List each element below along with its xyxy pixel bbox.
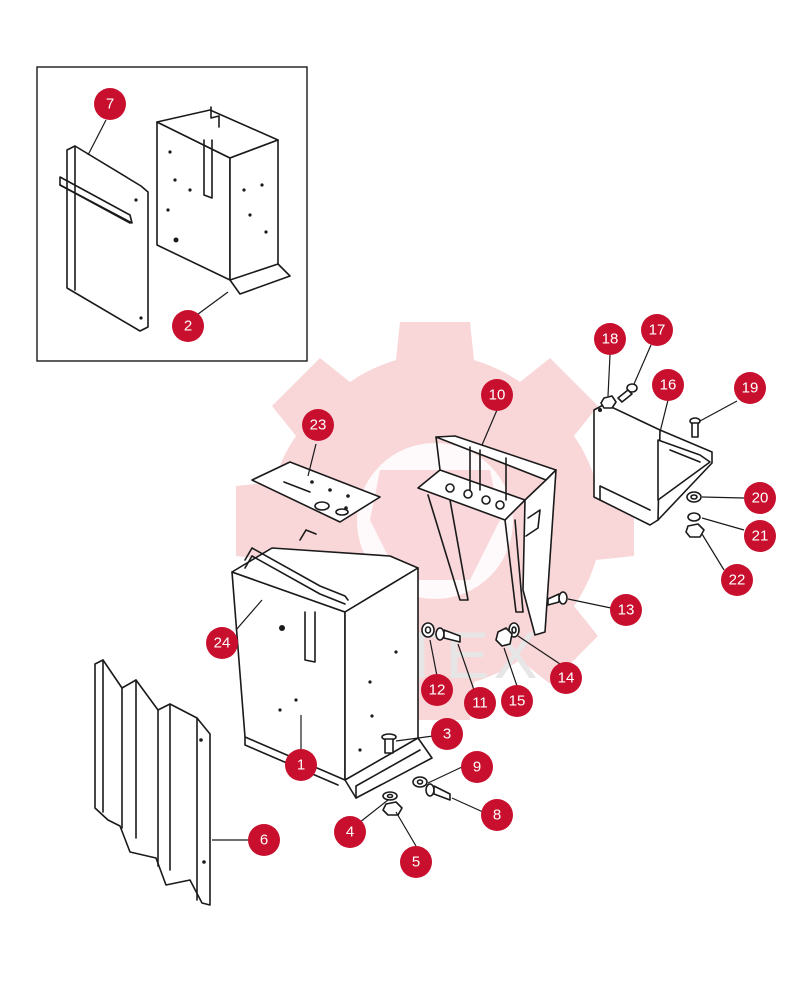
callout-10: 10	[481, 379, 513, 411]
callout-19: 19	[734, 372, 766, 404]
part-2-bracket-inset	[156, 106, 291, 295]
svg-text:16: 16	[660, 377, 677, 394]
callout-21: 21	[744, 520, 776, 552]
callout-14: 14	[550, 662, 582, 694]
svg-text:2: 2	[184, 318, 192, 335]
svg-text:24: 24	[214, 635, 231, 652]
inset-frame	[36, 66, 308, 362]
callout-8: 8	[481, 799, 513, 831]
part-1-bracket	[231, 547, 433, 799]
svg-text:20: 20	[752, 490, 769, 507]
callout-23: 23	[302, 409, 334, 441]
callout-16: 16	[652, 369, 684, 401]
callout-22: 22	[721, 564, 753, 596]
callout-15: 15	[501, 685, 533, 717]
svg-text:6: 6	[260, 832, 268, 849]
svg-text:1: 1	[297, 757, 305, 774]
part-10-bracket	[417, 435, 557, 636]
svg-text:12: 12	[429, 682, 446, 699]
part-16-bracket	[593, 403, 713, 526]
callout-13: 13	[610, 594, 642, 626]
svg-text:17: 17	[649, 322, 666, 339]
svg-text:19: 19	[742, 380, 759, 397]
callout-24: 24	[206, 627, 238, 659]
svg-text:7: 7	[106, 96, 114, 113]
fasteners	[381, 383, 705, 816]
part-6-cover	[94, 659, 211, 906]
svg-text:13: 13	[618, 602, 635, 619]
callout-18: 18	[594, 323, 626, 355]
svg-text:11: 11	[472, 695, 488, 712]
callout-2: 2	[172, 310, 204, 342]
svg-text:5: 5	[412, 854, 420, 871]
part-7-cover-inset	[59, 145, 149, 332]
callout-9: 9	[461, 751, 493, 783]
svg-text:22: 22	[729, 572, 746, 589]
callout-20: 20	[744, 482, 776, 514]
svg-text:9: 9	[473, 759, 481, 776]
leader-lines	[87, 119, 745, 847]
callout-6: 6	[248, 824, 280, 856]
svg-text:21: 21	[752, 528, 769, 545]
callout-3: 3	[431, 718, 463, 750]
svg-text:8: 8	[493, 807, 501, 824]
svg-text:14: 14	[558, 670, 575, 687]
callout-5: 5	[400, 846, 432, 878]
svg-text:4: 4	[346, 824, 354, 841]
svg-text:23: 23	[310, 417, 327, 434]
svg-text:3: 3	[443, 726, 451, 743]
callout-1: 1	[285, 749, 317, 781]
svg-text:18: 18	[602, 331, 619, 348]
callout-12: 12	[421, 674, 453, 706]
svg-text:15: 15	[509, 693, 526, 710]
callout-4: 4	[334, 816, 366, 848]
callout-7: 7	[94, 88, 126, 120]
part-24-handle	[244, 529, 349, 605]
svg-text:10: 10	[489, 387, 506, 404]
callout-17: 17	[641, 314, 673, 346]
callout-11: 11	[464, 687, 496, 719]
part-23-plate	[251, 461, 381, 523]
